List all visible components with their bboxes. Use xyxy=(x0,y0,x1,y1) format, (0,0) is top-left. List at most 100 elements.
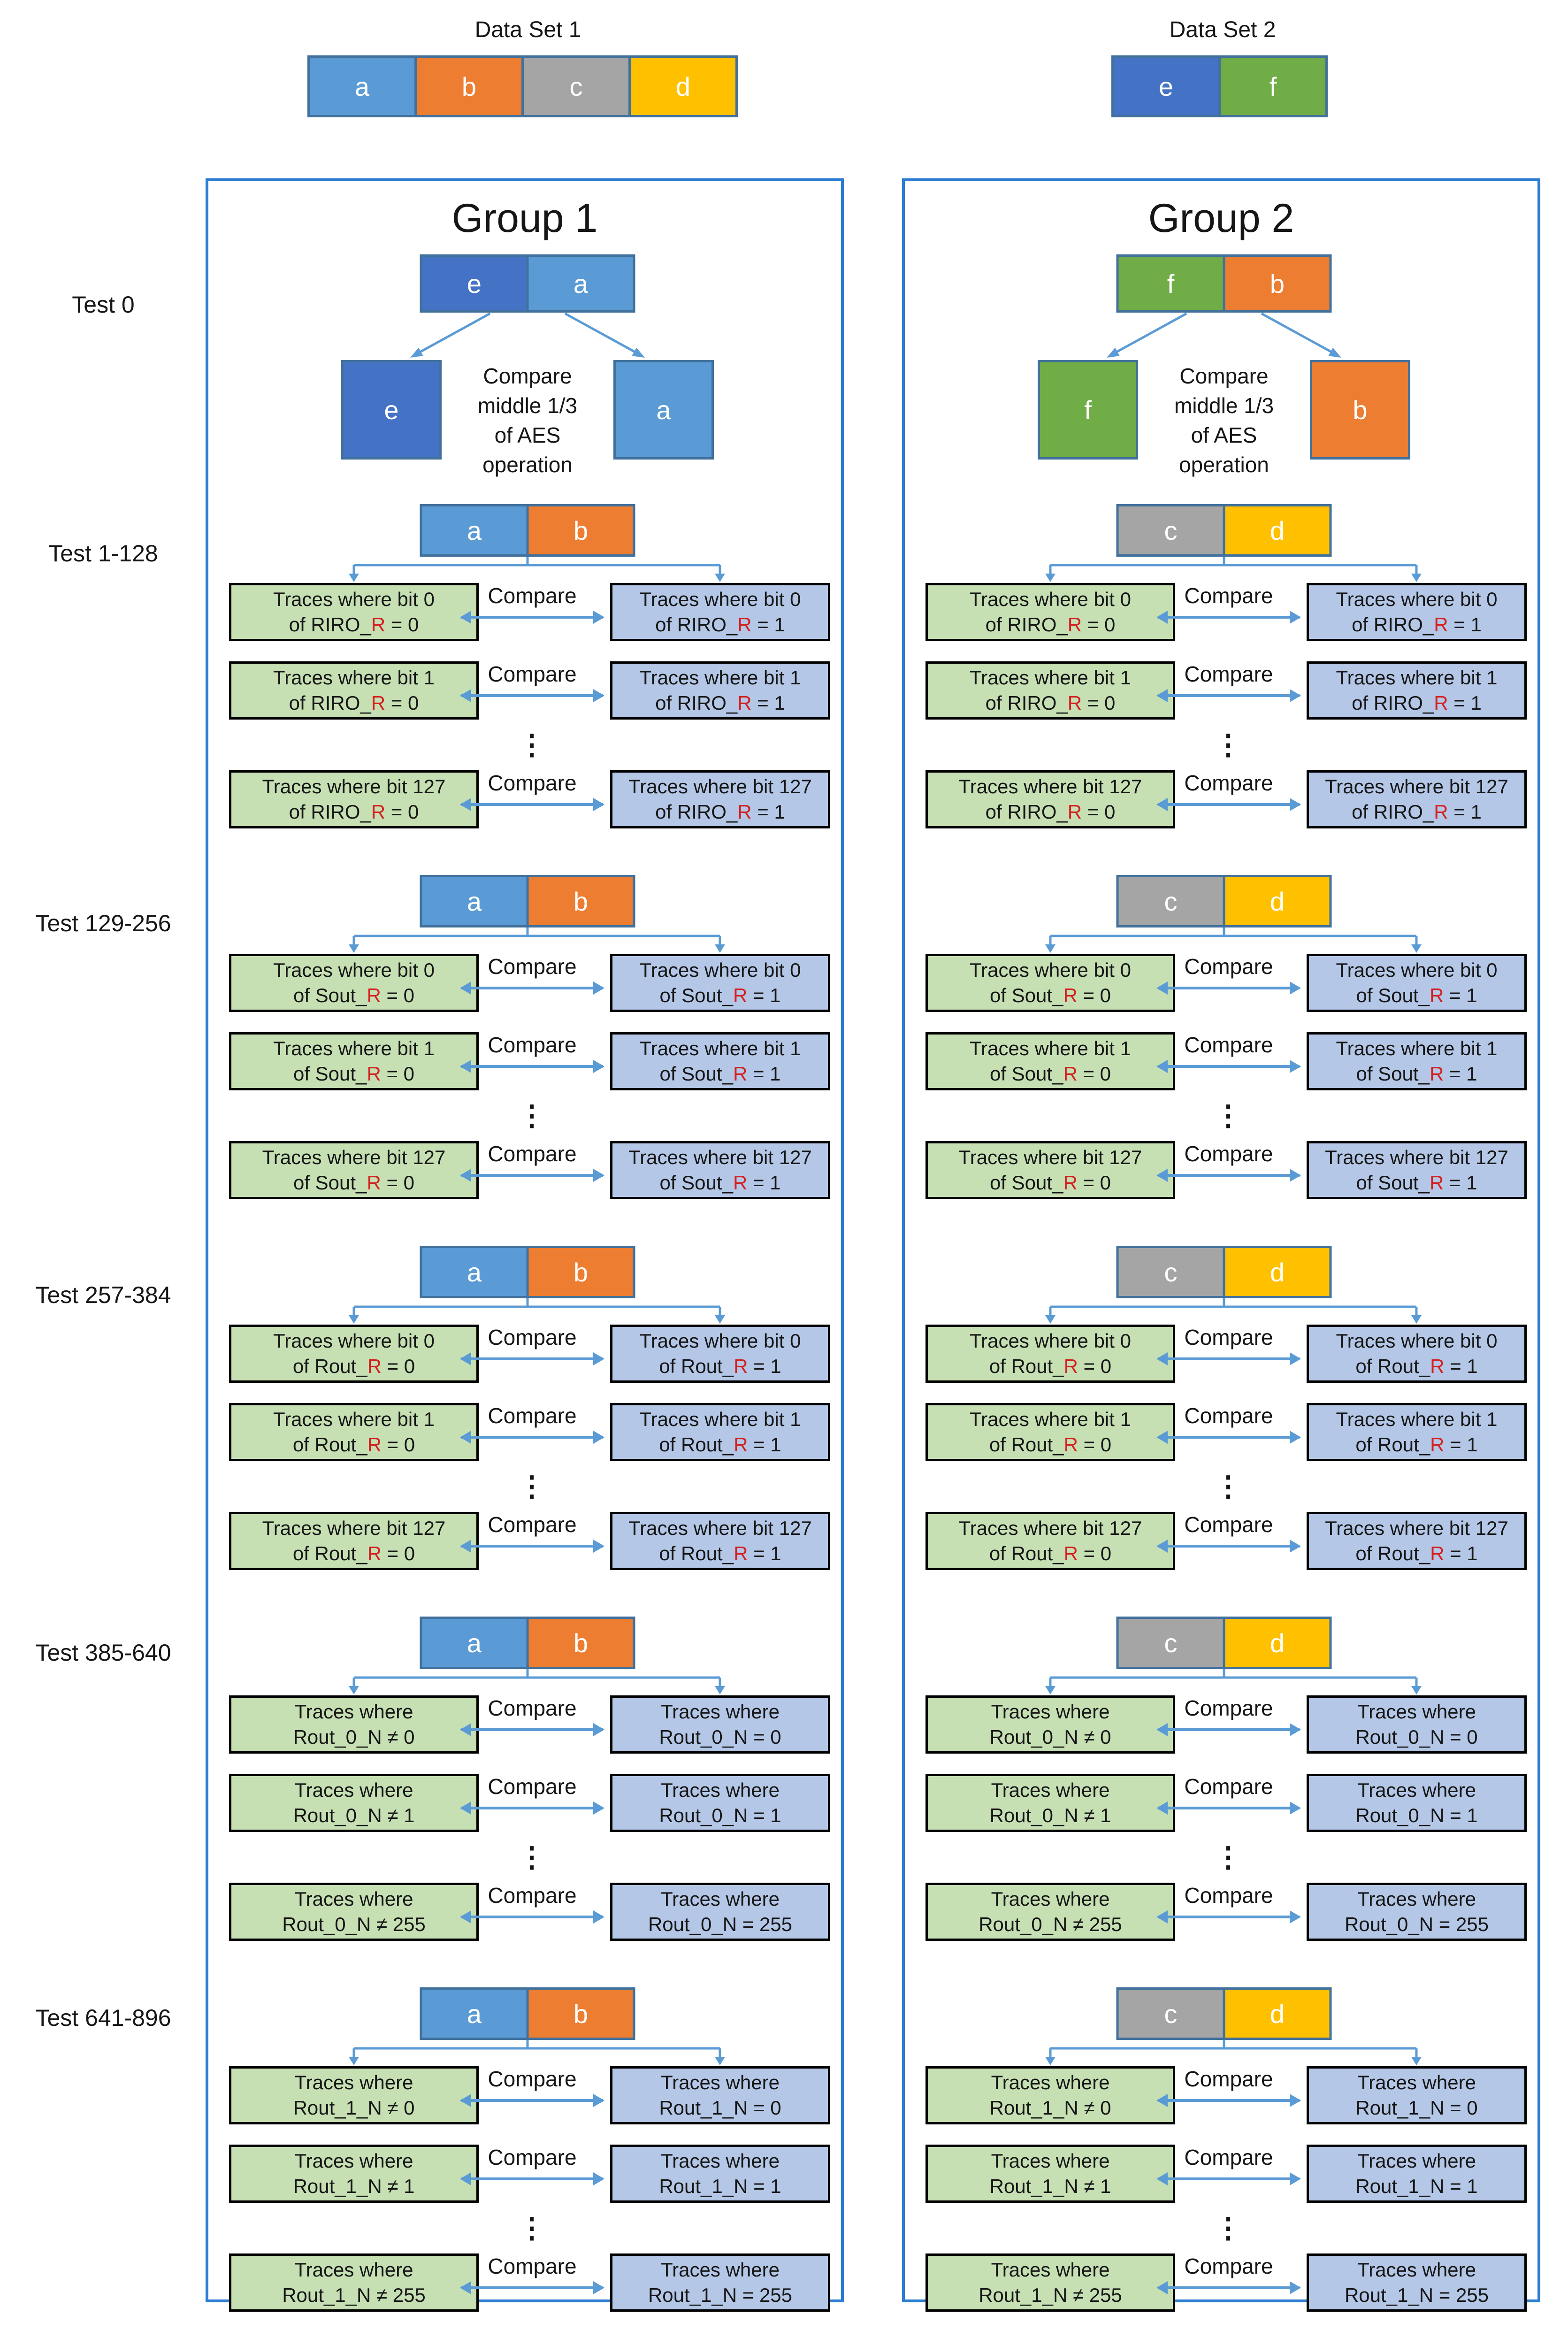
test0-note-line: operation xyxy=(1179,452,1269,477)
trace-right-pre: of RIRO_ xyxy=(655,613,738,636)
trace-left-line1-text: Traces where xyxy=(294,2071,413,2093)
trace-left-line1: Traces where bit 127 xyxy=(262,1145,446,1170)
trace-right-red: R xyxy=(1430,1433,1445,1456)
trace-box-left: Traces where bit 127 of Sout_R = 0 xyxy=(926,1141,1175,1199)
section-pair-cell-right: b xyxy=(526,504,635,557)
trace-left-red: R xyxy=(1063,1063,1078,1085)
trace-left-red: R xyxy=(371,801,386,823)
trace-left-line1: Traces where bit 0 xyxy=(970,1328,1131,1354)
trace-left-line1: Traces where bit 0 xyxy=(273,587,435,612)
trace-right-line1: Traces where bit 127 xyxy=(1325,1145,1508,1170)
trace-right-red: R xyxy=(737,613,752,636)
trace-box-left: Traces where Rout_1_N ≠ 0 xyxy=(926,2066,1175,2124)
section-pair-cell-right: d xyxy=(1223,1246,1332,1298)
group-title: Group 2 xyxy=(1148,196,1294,241)
trace-right-pre: of RIRO_ xyxy=(655,692,738,714)
section-pair-block: c d xyxy=(1116,1987,1332,2040)
trace-right-pre: Rout_0_N = 0 xyxy=(1355,1726,1478,1748)
trace-left-red: R xyxy=(1067,801,1082,823)
trace-box-right: Traces where bit 1 of Rout_R = 1 xyxy=(610,1403,830,1461)
section-pair-block: a b xyxy=(420,504,635,557)
trace-right-line1-text: Traces where bit 1 xyxy=(1336,1408,1498,1430)
ellipsis: ⋮ xyxy=(518,1100,547,1131)
double-arrow-icon xyxy=(1156,2281,1301,2294)
compare-label: Compare xyxy=(488,1696,577,1720)
trace-left-line1-text: Traces where xyxy=(991,2259,1110,2281)
trace-box-right: Traces where Rout_1_N = 1 xyxy=(1307,2145,1527,2203)
trace-box-right: Traces where Rout_0_N = 255 xyxy=(1307,1883,1527,1941)
test0-pair-block: e a xyxy=(420,254,635,313)
trace-left-pre: of RIRO_ xyxy=(985,613,1068,636)
trace-right-line1: Traces where bit 0 xyxy=(640,1328,801,1354)
trace-row: Traces where bit 0 of Rout_R = 0 Compare… xyxy=(208,1325,847,1383)
trace-right-line1: Traces where bit 0 xyxy=(640,958,801,983)
trace-row: Traces where bit 1 of Sout_R = 0 Compare… xyxy=(905,1032,1543,1090)
section-pair-cell-left: a xyxy=(420,504,529,557)
trace-left-post: = 0 xyxy=(1077,1063,1111,1085)
double-arrow-icon xyxy=(460,2281,604,2294)
block-d: d xyxy=(628,55,738,117)
trace-right-line1-text: Traces where bit 0 xyxy=(639,959,801,981)
test0-diagram: f b f Compare middle 1/3 of AES operatio… xyxy=(905,254,1543,503)
trace-right-line2: of RIRO_R = 1 xyxy=(1352,612,1482,637)
trace-row: Traces where bit 127 of RIRO_R = 0 Compa… xyxy=(905,770,1543,828)
trace-right-line1-text: Traces where xyxy=(1357,1888,1476,1910)
compare-connector: Compare xyxy=(1156,1512,1301,1570)
compare-label: Compare xyxy=(1184,1033,1273,1057)
test0-note-line: middle 1/3 xyxy=(477,393,578,418)
trace-left-line2: of Sout_R = 0 xyxy=(293,983,414,1008)
trace-left-line2: Rout_0_N ≠ 255 xyxy=(282,1912,426,1937)
trace-right-post: = 1 xyxy=(748,1542,781,1564)
trace-left-line1-text: Traces where bit 127 xyxy=(262,1146,446,1168)
trace-right-line2: Rout_1_N = 0 xyxy=(659,2095,781,2121)
trace-right-post: = 1 xyxy=(751,692,785,714)
trace-right-line1: Traces where bit 0 xyxy=(640,587,801,612)
trace-left-line1: Traces where bit 0 xyxy=(970,587,1131,612)
trace-box-left: Traces where bit 1 of Rout_R = 0 xyxy=(229,1403,479,1461)
double-arrow-icon xyxy=(1156,2172,1301,2185)
trace-right-line1-text: Traces where xyxy=(1357,1779,1476,1801)
trace-left-red: R xyxy=(367,1355,382,1377)
compare-label: Compare xyxy=(488,583,577,608)
trace-left-red: R xyxy=(367,1172,381,1194)
double-arrow-icon xyxy=(1156,2094,1301,2107)
trace-right-post: = 1 xyxy=(1444,1063,1477,1085)
trace-right-line2: Rout_1_N = 1 xyxy=(1355,2174,1477,2199)
double-arrow-icon xyxy=(1156,1352,1301,1365)
trace-row: Traces where bit 0 of Rout_R = 0 Compare… xyxy=(905,1325,1543,1383)
trace-right-line1-text: Traces where xyxy=(661,1888,780,1910)
trace-row: Traces where Rout_0_N ≠ 1 Compare Traces… xyxy=(905,1774,1543,1832)
trace-row: Traces where bit 127 of RIRO_R = 0 Compa… xyxy=(208,770,847,828)
trace-right-pre: Rout_0_N = 1 xyxy=(659,1804,781,1826)
trace-box-left: Traces where bit 0 of RIRO_R = 0 xyxy=(926,583,1175,641)
trace-left-line1-text: Traces where xyxy=(294,1779,413,1801)
trace-right-pre: of RIRO_ xyxy=(1352,801,1434,823)
section-pair-cell-left: a xyxy=(420,1617,529,1669)
trace-row: Traces where bit 1 of RIRO_R = 0 Compare… xyxy=(208,661,847,720)
trace-right-line1-text: Traces where bit 1 xyxy=(1336,667,1498,689)
trace-box-right: Traces where Rout_0_N = 0 xyxy=(610,1695,830,1754)
trace-right-line2: of Sout_R = 1 xyxy=(1356,1061,1477,1087)
trace-right-pre: of Rout_ xyxy=(1355,1433,1430,1456)
test0-note-line: Compare xyxy=(483,364,572,388)
section-pair-cell-left: c xyxy=(1116,1246,1225,1298)
test0-note: Compare middle 1/3 of AES operation xyxy=(410,361,645,480)
trace-box-right: Traces where Rout_0_N = 255 xyxy=(610,1883,830,1941)
trace-left-post: = 0 xyxy=(1078,1355,1112,1377)
trace-right-pre: of Rout_ xyxy=(1355,1355,1430,1377)
trace-left-pre: of Rout_ xyxy=(292,1355,367,1377)
trace-right-line1: Traces where xyxy=(1357,2070,1476,2095)
trace-box-left: Traces where Rout_1_N ≠ 255 xyxy=(926,2253,1175,2312)
trace-left-red: R xyxy=(367,1433,382,1456)
trace-right-pre: of Rout_ xyxy=(659,1542,734,1564)
trace-right-line2: of RIRO_R = 1 xyxy=(1352,799,1482,825)
double-arrow-icon xyxy=(1156,1910,1301,1924)
trace-box-left: Traces where bit 0 of Sout_R = 0 xyxy=(229,954,479,1012)
trace-right-pre: Rout_0_N = 255 xyxy=(648,1913,793,1935)
trace-box-left: Traces where bit 1 of RIRO_R = 0 xyxy=(229,661,479,720)
compare-label: Compare xyxy=(488,1403,577,1428)
trace-box-right: Traces where Rout_1_N = 255 xyxy=(1307,2253,1527,2312)
ellipsis: ⋮ xyxy=(1214,1841,1243,1873)
section-pair-block: a b xyxy=(420,1246,635,1298)
trace-left-post: = 0 xyxy=(381,1355,415,1377)
